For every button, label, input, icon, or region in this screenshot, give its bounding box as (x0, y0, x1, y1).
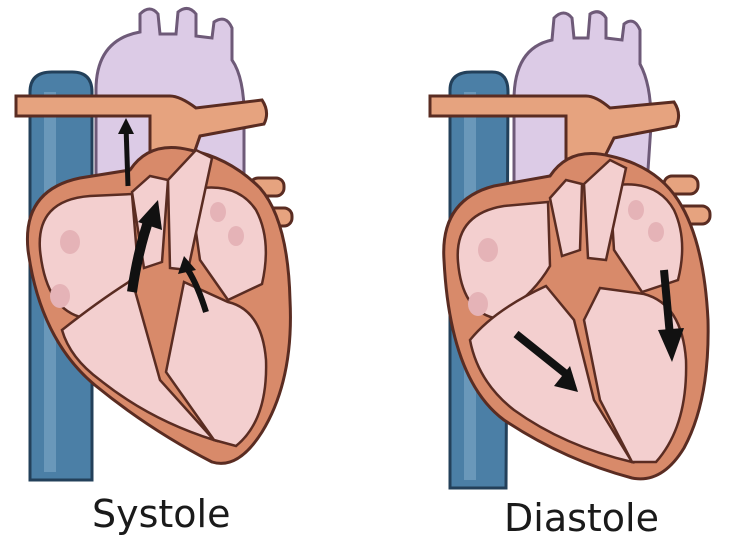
diastole-panel: Diastole (374, 0, 748, 546)
chamber-spot (60, 230, 80, 254)
diastole-heart-illustration (374, 0, 748, 546)
systole-heart-illustration (0, 0, 374, 546)
chamber-spot (210, 202, 226, 222)
diastole-caption: Diastole (504, 496, 659, 540)
flow-arrow (126, 126, 128, 186)
chamber-spot (468, 292, 488, 316)
systole-caption: Systole (92, 492, 231, 536)
chamber-spot (628, 200, 644, 220)
chamber-spot (648, 222, 664, 242)
chamber-spot (478, 238, 498, 262)
chamber-spot (228, 226, 244, 246)
systole-panel: Systole (0, 0, 374, 546)
chamber-spot (50, 284, 70, 308)
